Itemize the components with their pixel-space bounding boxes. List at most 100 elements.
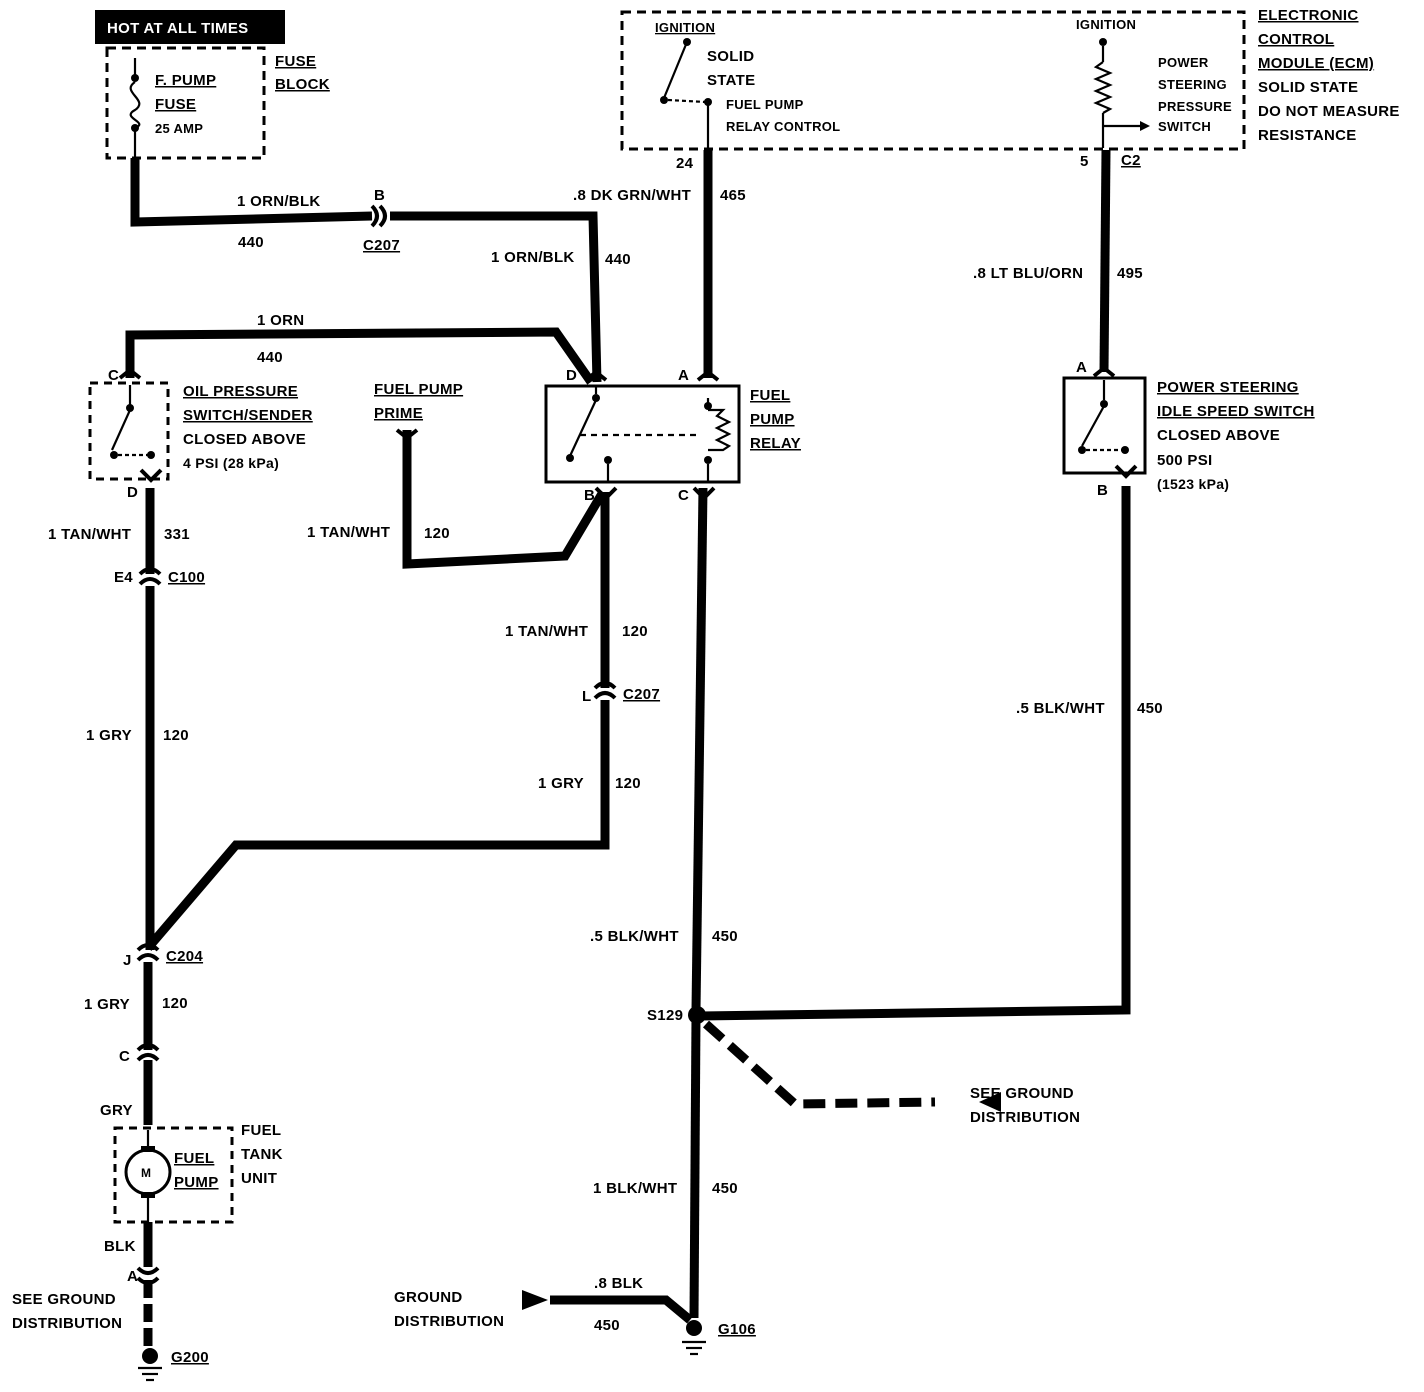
g200: G200	[171, 1349, 209, 1366]
c100-pin: E4	[114, 569, 133, 586]
ecm-title-1: ELECTRONIC	[1258, 7, 1359, 24]
a-pin: A	[127, 1268, 138, 1285]
w16-num: 450	[712, 1180, 738, 1197]
pump-label-2: PUMP	[174, 1174, 219, 1191]
connector-c204-icon	[136, 943, 160, 962]
ps-idle-note-3: (1523 kPa)	[1157, 476, 1229, 492]
ps-idle-pin-b: B	[1097, 482, 1108, 499]
ecm-ps-3: PRESSURE	[1158, 99, 1232, 114]
w7-name: 1 TAN/WHT	[307, 524, 390, 541]
ground-g200-icon	[142, 1348, 158, 1364]
ecm-solid-2: STATE	[707, 72, 755, 89]
ground-g106-icon	[686, 1320, 702, 1336]
fuse-name-1: F. PUMP	[155, 72, 216, 89]
ecm-ps-2: STEERING	[1158, 77, 1227, 92]
wire-440-orn	[125, 327, 595, 385]
ecm-ps-4: SWITCH	[1158, 119, 1211, 134]
ground-arrow-bottom-icon	[522, 1290, 548, 1310]
g106: G106	[718, 1321, 756, 1338]
relay-pin-c: C	[678, 487, 689, 504]
ecm-ignition-left: IGNITION	[655, 20, 715, 35]
w1-name: 1 ORN/BLK	[237, 193, 321, 210]
w15-num: 450	[712, 928, 738, 945]
wire-495	[1099, 149, 1111, 373]
fuel-pump-relay: D A B C FUEL PUMP RELAY	[544, 367, 801, 504]
c204-pin: J	[123, 952, 132, 969]
tank-title-3: UNIT	[241, 1170, 277, 1187]
wire-labels: 1 ORN/BLK 440 B C207 1 ORN/BLK 440 1 ORN…	[48, 187, 1163, 1366]
w9-num: 120	[163, 727, 189, 744]
ps-idle-title-2: IDLE SPEED SWITCH	[1157, 403, 1315, 420]
relay-contact-icon	[569, 399, 597, 457]
ps-idle-title-1: POWER STEERING	[1157, 379, 1299, 396]
ground-ref-left-1: SEE GROUND	[12, 1291, 116, 1308]
ps-pressure-resistor-icon	[1093, 61, 1113, 114]
fuse-icon	[129, 81, 141, 130]
w2-num: 440	[605, 251, 631, 268]
w14-num: 450	[1137, 700, 1163, 717]
w6-num: 331	[164, 526, 190, 543]
fuel-tank-unit: M FUEL PUMP FUEL TANK UNIT	[113, 1122, 283, 1224]
ps-idle-note-1: CLOSED ABOVE	[1157, 427, 1280, 444]
fuse-rating: 25 AMP	[155, 121, 203, 136]
ecm-pin-24: 24	[676, 155, 694, 172]
ground-references: SEE GROUND DISTRIBUTION SEE GROUND DISTR…	[12, 1085, 1080, 1332]
fuse-block-title-2: BLOCK	[275, 76, 330, 93]
w10-name: 1 GRY	[538, 775, 584, 792]
ecm-solid-state-switch	[662, 41, 689, 99]
w6-name: 1 TAN/WHT	[48, 526, 131, 543]
relay-pin-b: B	[584, 487, 595, 504]
connectors	[136, 204, 1001, 1382]
splice-s129: S129	[647, 1007, 683, 1024]
c207-top: C207	[363, 237, 400, 254]
w11-num: 120	[162, 995, 188, 1012]
w5-name: .8 LT BLU/ORN	[973, 265, 1083, 282]
w13-name: BLK	[104, 1238, 136, 1255]
fuel-pump-prime: FUEL PUMP PRIME	[374, 381, 463, 441]
ecm-connector-c2: C2	[1121, 152, 1141, 169]
ground-ref-left-2: DISTRIBUTION	[12, 1315, 122, 1332]
w4-name: .8 DK GRN/WHT	[573, 187, 691, 204]
motor-label: M	[141, 1166, 151, 1180]
oil-note-2: 4 PSI (28 kPa)	[183, 455, 279, 471]
ground-ref-bottom-2: DISTRIBUTION	[394, 1313, 504, 1330]
tank-title-1: FUEL	[241, 1122, 281, 1139]
w12-name: GRY	[100, 1102, 133, 1119]
wires	[125, 149, 1131, 1350]
oil-note-1: CLOSED ABOVE	[183, 431, 306, 448]
connector-c100-icon	[138, 567, 162, 586]
w15-name: .5 BLK/WHT	[590, 928, 679, 945]
ground-ref-bottom-1: GROUND	[394, 1289, 462, 1306]
w1-num: 440	[238, 234, 264, 251]
wire-ground-dist-right	[702, 1020, 936, 1109]
oil-title-1: OIL PRESSURE	[183, 383, 298, 400]
relay-coil-icon	[708, 408, 732, 452]
w9-name: 1 GRY	[86, 727, 132, 744]
relay-title-3: RELAY	[750, 435, 801, 452]
ecm-note-3: RESISTANCE	[1258, 127, 1357, 144]
w16-name: 1 BLK/WHT	[593, 1180, 677, 1197]
ps-idle-note-2: 500 PSI	[1157, 452, 1212, 469]
ecm-relay-control-2: RELAY CONTROL	[726, 119, 840, 134]
wire-450-ground	[689, 1015, 701, 1319]
hot-label: HOT AT ALL TIMES	[107, 20, 248, 37]
wire-440-b	[390, 211, 602, 383]
relay-title-2: PUMP	[750, 411, 795, 428]
fuse-name-2: FUSE	[155, 96, 196, 113]
ground-ref-right-2: DISTRIBUTION	[970, 1109, 1080, 1126]
oil-title-2: SWITCH/SENDER	[183, 407, 313, 424]
ecm-ps-1: POWER	[1158, 55, 1209, 70]
c-pin: C	[119, 1048, 130, 1065]
wire-120-prime	[402, 430, 607, 569]
oil-pin-d: D	[127, 484, 138, 501]
c207-mid: C207	[623, 686, 660, 703]
fuse-block-title-1: FUSE	[275, 53, 316, 70]
hot-label-background	[95, 10, 285, 44]
ecm-note-1: SOLID STATE	[1258, 79, 1358, 96]
tank-title-2: TANK	[241, 1146, 283, 1163]
ps-switch-arrow-icon	[1140, 121, 1150, 131]
oil-pin-c: C	[108, 367, 119, 384]
ps-idle-switch: A B POWER STEERING IDLE SPEED SWITCH CLO…	[1062, 359, 1315, 499]
wire-450-relay	[691, 487, 708, 1011]
